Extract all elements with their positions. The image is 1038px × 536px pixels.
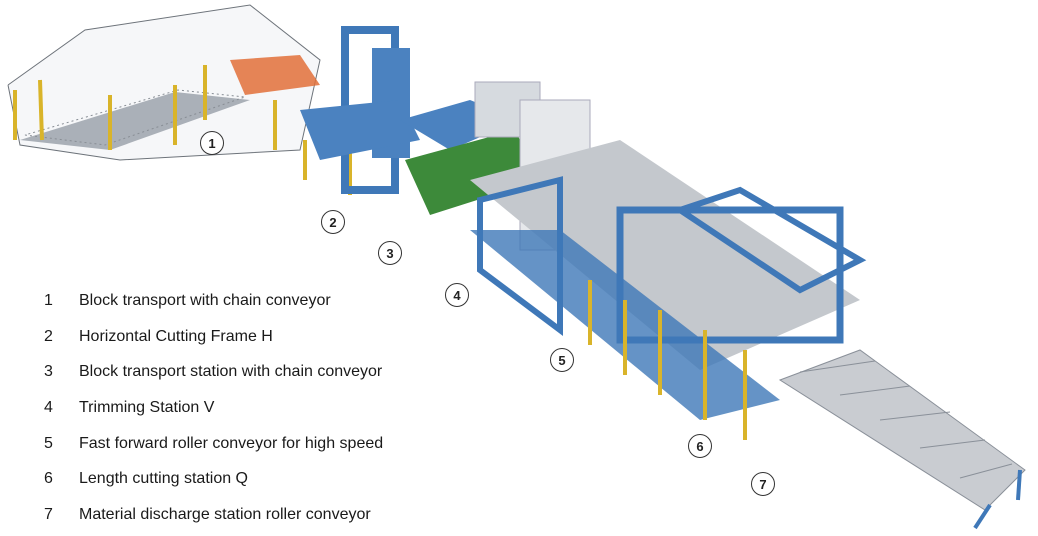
legend-item: 6 Length cutting station Q	[44, 470, 383, 506]
legend-number: 7	[44, 506, 53, 524]
legend-item: 3 Block transport station with chain conv…	[44, 363, 383, 399]
length-cutting-station-q	[616, 206, 844, 344]
safety-fence	[7, 4, 321, 161]
discharge-conveyor	[778, 349, 1026, 511]
legend-number: 5	[44, 434, 53, 452]
roller-conveyor-fast	[470, 140, 860, 370]
legend-label: Trimming Station V	[79, 399, 215, 417]
legend-number: 3	[44, 363, 53, 381]
legend-label: Horizontal Cutting Frame H	[79, 327, 273, 345]
legend-item: 7 Material discharge station roller conve…	[44, 506, 383, 536]
legend-label: Length cutting station Q	[79, 470, 248, 488]
callout-5: 5	[550, 348, 574, 372]
infeed-conveyor	[20, 92, 250, 150]
callout-6: 6	[688, 434, 712, 458]
legend-item: 4 Trimming Station V	[44, 399, 383, 435]
legend-number: 4	[44, 399, 53, 417]
callout-4: 4	[445, 283, 469, 307]
legend-label: Material discharge station roller convey…	[79, 506, 371, 524]
legend-number: 1	[44, 292, 53, 309]
callout-1: 1	[200, 131, 224, 155]
legend-number: 2	[44, 327, 53, 345]
legend-label: Block transport station with chain conve…	[79, 363, 383, 381]
legend-item: 5 Fast forward roller conveyor for high s…	[44, 435, 383, 471]
legend: 1 Block transport with chain conveyor 2 Ho…	[44, 292, 383, 536]
legend-item: 1 Block transport with chain conveyor	[44, 292, 383, 328]
legend-label: Fast forward roller conveyor for high sp…	[79, 434, 384, 452]
callout-2: 2	[321, 210, 345, 234]
legend-number: 6	[44, 470, 53, 488]
callout-7: 7	[751, 472, 775, 496]
callout-3: 3	[378, 241, 402, 265]
legend-item: 2 Horizontal Cutting Frame H	[44, 328, 383, 364]
legend-label: Block transport with chain conveyor	[79, 292, 331, 309]
